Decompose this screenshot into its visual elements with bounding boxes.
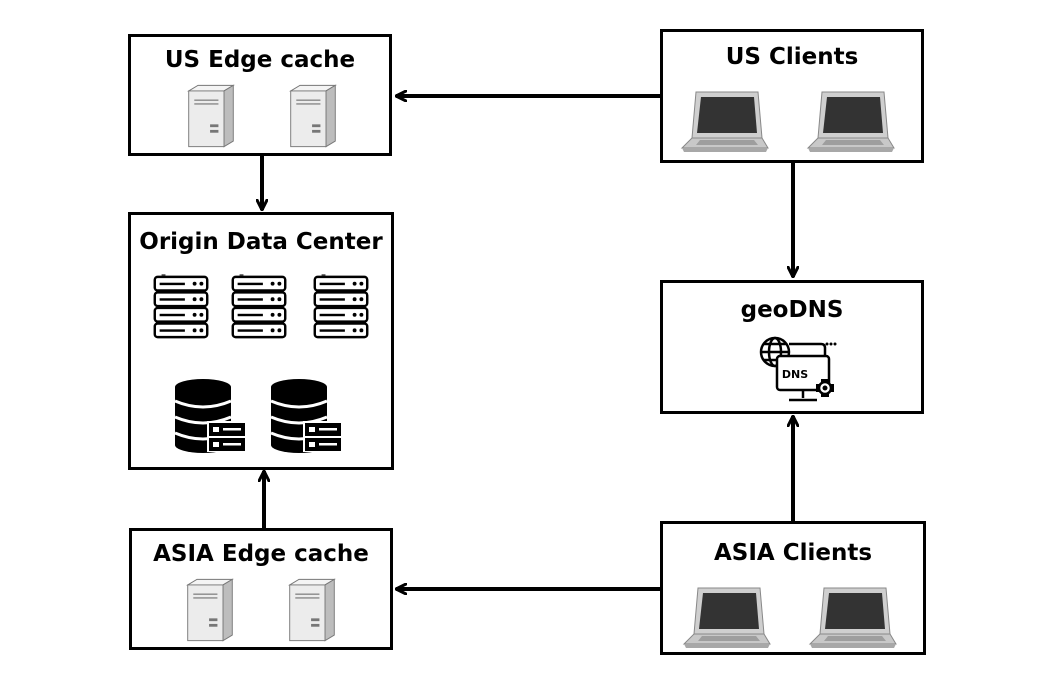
rack-server-icon xyxy=(229,273,289,341)
asia-clients-node: ASIA Clients xyxy=(660,521,926,655)
asia-edge-cache-node: ASIA Edge cache xyxy=(129,528,393,650)
rack-server-icon xyxy=(151,273,211,341)
database-icon xyxy=(173,379,249,453)
us-edge-cache-node: US Edge cache xyxy=(128,34,392,156)
laptop-icon xyxy=(805,584,897,650)
laptop-icon xyxy=(803,88,895,154)
laptop-icon xyxy=(679,584,771,650)
server-tower-icon xyxy=(286,577,338,643)
laptop-icon xyxy=(677,88,769,154)
asia-clients-title: ASIA Clients xyxy=(713,540,873,566)
geodns-node: geoDNS DNS xyxy=(660,280,924,414)
origin-data-center-title: Origin Data Center xyxy=(139,229,383,255)
geodns-title: geoDNS xyxy=(740,297,844,323)
us-clients-node: US Clients xyxy=(660,29,924,163)
origin-data-center-node: Origin Data Center xyxy=(128,212,394,470)
rack-server-icon xyxy=(311,273,371,341)
server-tower-icon xyxy=(287,83,339,149)
server-tower-icon xyxy=(185,83,237,149)
database-icon xyxy=(269,379,345,453)
dns-monitor-icon: DNS xyxy=(755,333,839,405)
server-tower-icon xyxy=(184,577,236,643)
us-edge-cache-title: US Edge cache xyxy=(164,47,356,73)
us-clients-title: US Clients xyxy=(725,44,859,70)
asia-edge-cache-title: ASIA Edge cache xyxy=(153,541,369,567)
dns-monitor-label: DNS xyxy=(782,368,808,381)
